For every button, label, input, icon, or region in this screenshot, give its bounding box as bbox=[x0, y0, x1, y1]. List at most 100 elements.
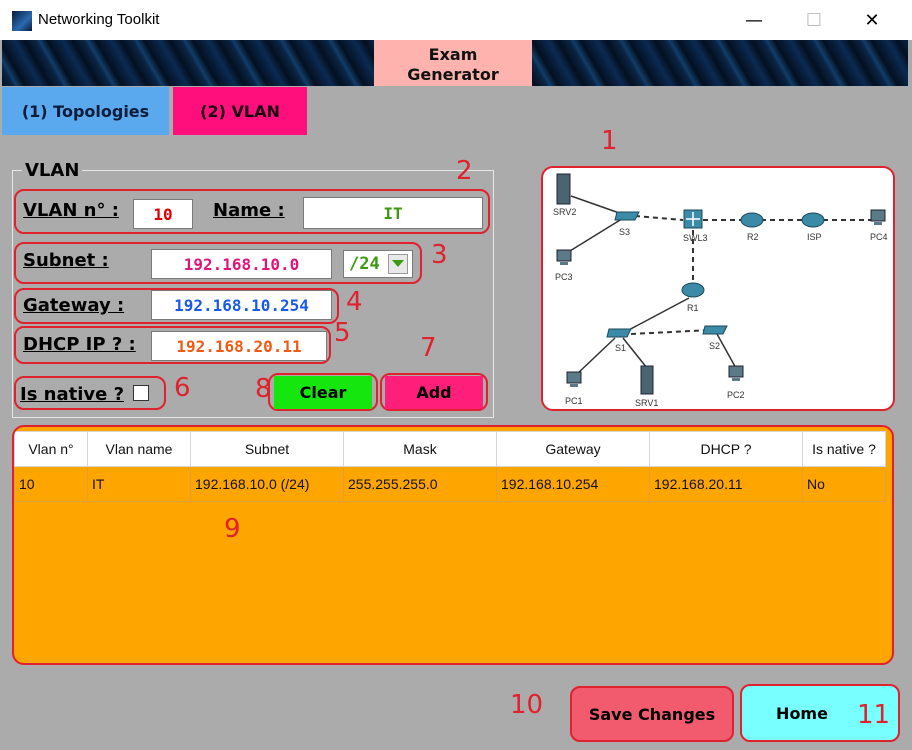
vlan-table: Vlan n° Vlan name Subnet Mask Gateway DH… bbox=[14, 431, 886, 502]
switch-icon bbox=[606, 328, 632, 338]
table-row[interactable]: 10 IT 192.168.10.0 (/24) 255.255.255.0 1… bbox=[14, 466, 886, 502]
vlan-name-label: Name : bbox=[213, 200, 285, 221]
column-header-mask[interactable]: Mask bbox=[343, 431, 497, 467]
node-label-s2: S2 bbox=[709, 341, 720, 351]
annotation-ring-2 bbox=[14, 189, 490, 234]
table-cell: 192.168.20.11 bbox=[649, 466, 803, 502]
column-header-is-native[interactable]: Is native ? bbox=[802, 431, 886, 467]
node-label-isp: ISP bbox=[807, 232, 822, 242]
annotation-number-1: 1 bbox=[601, 126, 618, 156]
node-label-srv1: SRV1 bbox=[635, 398, 658, 408]
node-label-s1: S1 bbox=[615, 343, 626, 353]
exam-generator-tab[interactable]: Exam Generator bbox=[374, 40, 532, 86]
native-label: Is native ? bbox=[20, 384, 125, 405]
topology-diagram: SRV2 S3 SWL3 R2 ISP PC4 PC3 R1 S1 S2 PC1 bbox=[541, 166, 895, 411]
gateway-input[interactable]: 192.168.10.254 bbox=[151, 290, 332, 320]
native-checkbox[interactable] bbox=[133, 385, 149, 401]
link-s1-srv1 bbox=[622, 337, 648, 369]
annotation-number-10: 10 bbox=[510, 690, 544, 720]
column-header-gateway[interactable]: Gateway bbox=[496, 431, 650, 467]
column-header-vlan-no[interactable]: Vlan n° bbox=[14, 431, 88, 467]
title-bar bbox=[0, 0, 912, 40]
annotation-ring-7 bbox=[380, 373, 488, 411]
annotation-ring-4 bbox=[14, 288, 339, 324]
router-icon bbox=[681, 282, 705, 298]
app-icon bbox=[12, 11, 32, 31]
table-header-row: Vlan n° Vlan name Subnet Mask Gateway DH… bbox=[14, 431, 886, 467]
link-s3-pc3 bbox=[564, 216, 626, 255]
annotation-ring-3 bbox=[14, 242, 422, 284]
dhcp-input[interactable]: 192.168.20.11 bbox=[151, 331, 327, 361]
multilayer-switch-arrows bbox=[686, 212, 700, 226]
node-label-pc3: PC3 bbox=[555, 272, 573, 282]
exam-tab-line2: Generator bbox=[407, 65, 499, 84]
dhcp-label: DHCP IP ? : bbox=[23, 334, 136, 355]
node-label-pc2: PC2 bbox=[727, 390, 745, 400]
pc-icon bbox=[728, 365, 744, 378]
vlan-table-area[interactable]: Vlan n° Vlan name Subnet Mask Gateway DH… bbox=[12, 425, 894, 665]
annotation-number-4: 4 bbox=[346, 287, 363, 317]
pc-stand bbox=[874, 222, 882, 225]
pc-icon bbox=[566, 371, 582, 384]
window-title: Networking Toolkit bbox=[38, 11, 160, 28]
annotation-number-2: 2 bbox=[456, 156, 473, 186]
maximize-button[interactable]: ☐ bbox=[805, 9, 823, 31]
subnet-label: Subnet : bbox=[23, 250, 109, 271]
clear-button[interactable]: Clear bbox=[274, 376, 372, 409]
node-label-swl3: SWL3 bbox=[683, 233, 708, 243]
annotation-ring-6 bbox=[14, 376, 166, 410]
table-cell: 192.168.10.0 (/24) bbox=[190, 466, 344, 502]
link-s1-s2 bbox=[630, 329, 712, 335]
column-header-subnet[interactable]: Subnet bbox=[190, 431, 344, 467]
node-label-r2: R2 bbox=[747, 232, 759, 242]
annotation-number-5: 5 bbox=[334, 318, 351, 348]
vlan-number-input[interactable]: 10 bbox=[133, 199, 193, 229]
subnet-input[interactable]: 192.168.10.0 bbox=[151, 249, 332, 279]
pc-stand bbox=[570, 384, 578, 387]
table-cell: 10 bbox=[14, 466, 88, 502]
table-cell: IT bbox=[87, 466, 191, 502]
table-cell: 192.168.10.254 bbox=[496, 466, 650, 502]
vlan-groupbox bbox=[12, 170, 494, 418]
topology-svg: SRV2 S3 SWL3 R2 ISP PC4 PC3 R1 S1 S2 PC1 bbox=[553, 173, 888, 408]
router-icon bbox=[740, 212, 764, 228]
column-header-dhcp[interactable]: DHCP ? bbox=[649, 431, 803, 467]
annotation-number-9: 9 bbox=[224, 514, 241, 544]
annotation-number-6: 6 bbox=[174, 373, 191, 403]
router-icon bbox=[801, 212, 825, 228]
annotation-number-8: 8 bbox=[255, 374, 272, 404]
table-cell: No bbox=[802, 466, 886, 502]
node-label-pc4: PC4 bbox=[870, 232, 888, 242]
exam-tab-line1: Exam bbox=[428, 45, 478, 64]
pc-icon bbox=[870, 209, 886, 222]
vlan-group-title: VLAN bbox=[22, 160, 83, 181]
column-header-vlan-name[interactable]: Vlan name bbox=[87, 431, 191, 467]
table-cell: 255.255.255.0 bbox=[343, 466, 497, 502]
server-icon bbox=[640, 365, 654, 395]
link-s2-pc2 bbox=[716, 333, 738, 371]
node-label-srv2: SRV2 bbox=[553, 207, 576, 217]
node-label-r1: R1 bbox=[687, 303, 699, 313]
minimize-button[interactable]: — bbox=[745, 9, 763, 31]
gateway-label: Gateway : bbox=[23, 295, 125, 316]
pc-stand bbox=[732, 378, 740, 381]
link-s3-srv2 bbox=[570, 195, 626, 216]
close-button[interactable]: ✕ bbox=[864, 9, 880, 31]
switch-icon bbox=[614, 211, 640, 221]
tab-vlan[interactable]: (2) VLAN bbox=[173, 87, 307, 135]
chevron-down-icon[interactable] bbox=[388, 254, 408, 274]
node-label-pc1: PC1 bbox=[565, 396, 583, 406]
home-button[interactable]: Home bbox=[740, 684, 900, 742]
vlan-number-label: VLAN n° : bbox=[23, 200, 119, 221]
annotation-number-3: 3 bbox=[431, 240, 448, 270]
add-button[interactable]: Add bbox=[385, 376, 483, 409]
link-r1-s1 bbox=[624, 297, 690, 333]
server-icon bbox=[556, 173, 571, 205]
mask-select-value: /24 bbox=[349, 254, 380, 274]
tab-topologies[interactable]: (1) Topologies bbox=[2, 87, 169, 135]
switch-icon bbox=[702, 325, 728, 335]
node-label-s3: S3 bbox=[619, 227, 630, 237]
vlan-name-input[interactable]: IT bbox=[303, 197, 483, 229]
save-changes-button[interactable]: Save Changes bbox=[570, 686, 734, 742]
mask-select[interactable]: /24 bbox=[343, 250, 413, 278]
